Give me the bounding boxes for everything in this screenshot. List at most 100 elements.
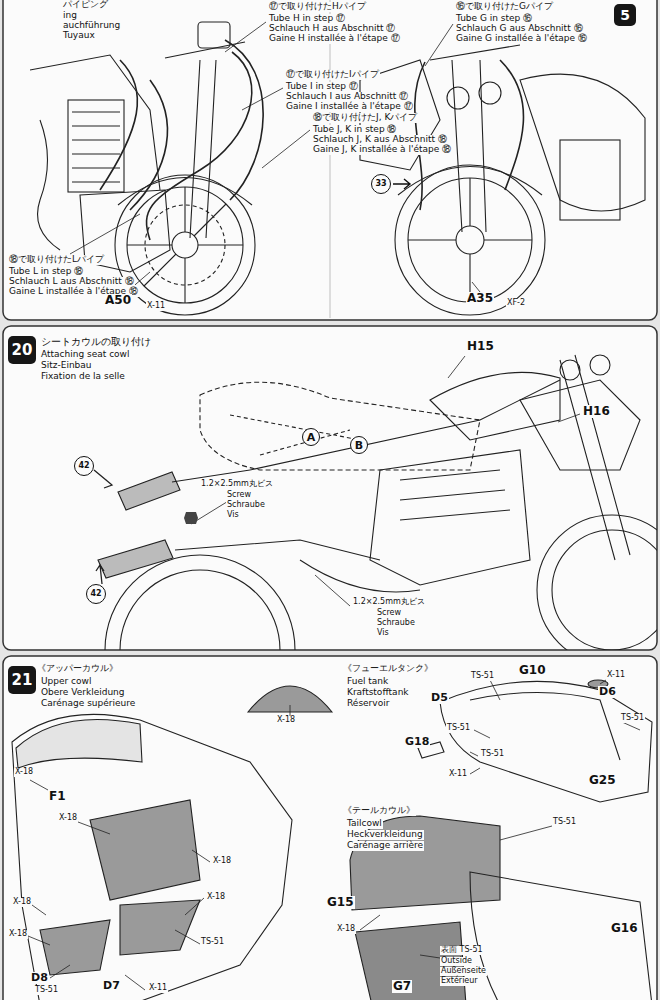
annotation-text: ⑯で取り付けたGパイプ — [455, 2, 554, 12]
annotation-text: 《アッパーカウル》 — [36, 664, 119, 674]
callout-number: B — [350, 436, 368, 454]
annotation-text: Gaine I installée à l'étape ⑰ — [285, 102, 414, 112]
annotation-text: X-11 — [146, 302, 166, 311]
annotation-text: X-11 — [606, 671, 626, 680]
part-number: D7 — [102, 980, 121, 992]
part-number: G7 — [392, 980, 412, 993]
annotation-text: TS-51 — [480, 750, 505, 759]
annotation-text: Schlauch G aus Abschnitt ⑯ — [455, 24, 584, 34]
annotation-text: Schraube — [376, 619, 416, 628]
annotation-text: ing — [62, 11, 78, 21]
part-number: G10 — [518, 664, 547, 677]
annotation-text: Schlauch H aus Abschnitt ⑰ — [268, 24, 396, 34]
annotation-text: Tailcowl — [346, 819, 383, 829]
annotation-text: Tube G in step ⑯ — [455, 14, 533, 24]
part-number: G15 — [326, 896, 355, 909]
part-number: D8 — [30, 972, 49, 984]
step-number: 5 — [614, 4, 636, 26]
annotation-text: Schraube — [226, 501, 266, 510]
annotation-text: Outside — [440, 957, 473, 966]
annotation-text: 1.2×2.5mm丸ビス — [200, 480, 274, 489]
annotation-text: Vis — [376, 629, 390, 638]
annotation-text: X-18 — [336, 925, 356, 934]
part-number: G25 — [588, 774, 617, 787]
annotation-text: TS-51 — [620, 714, 645, 723]
annotation-text: XF-2 — [506, 299, 526, 308]
annotation-text: X-11 — [448, 770, 468, 779]
step-number: 20 — [8, 336, 36, 364]
callout-number: 33 — [371, 174, 391, 194]
annotation-text: シートカウルの取り付け — [40, 336, 152, 347]
node-text: 21 — [12, 673, 33, 688]
part-number: G16 — [610, 922, 639, 935]
annotation-text: Fuel tank — [346, 677, 389, 687]
annotation-text: ⑱で取り付けたJ, Kパイプ — [312, 113, 418, 123]
annotation-text: Tube L in step ⑱ — [8, 267, 84, 277]
annotation-text: Gaine G installée à l'étape ⑯ — [455, 34, 588, 44]
annotation-text: X-18 — [206, 893, 226, 902]
annotation-text: パイピング — [62, 0, 109, 10]
annotation-text: Tube J, K in step ⑱ — [312, 125, 397, 135]
callout-number: 42 — [86, 584, 106, 604]
node-text: 33 — [375, 180, 386, 188]
annotation-text: X-18 — [58, 814, 78, 823]
annotation-text: ⑱で取り付けたLパイプ — [8, 255, 105, 265]
part-number: A50 — [104, 294, 132, 307]
annotation-text: X-18 — [8, 930, 28, 939]
annotation-text: Réservoir — [346, 699, 390, 709]
annotation-text: Tuyaux — [62, 31, 96, 41]
annotation-text: TS-51 — [34, 986, 59, 995]
annotation-text: ⑰で取り付けたIパイプ — [285, 70, 380, 80]
annotation-text: Schlauch L aus Abschnitt ⑱ — [8, 277, 135, 287]
annotation-text: Schlauch I aus Abschnitt ⑰ — [285, 92, 409, 102]
annotation-text: 表面 TS-51 — [440, 946, 484, 955]
node-text: A — [307, 432, 316, 443]
annotation-text: Kraftstofftank — [346, 688, 410, 698]
annotation-text: Fixation de la selle — [40, 372, 126, 382]
annotation-text: Vis — [226, 511, 240, 520]
annotation-text: Extérieur — [440, 977, 479, 986]
annotation-text: X-11 — [148, 984, 168, 993]
annotation-text: X-18 — [14, 768, 34, 777]
annotation-text: Carénage arrière — [346, 841, 424, 851]
annotation-text: Sitz-Einbau — [40, 361, 93, 371]
step-number: 21 — [8, 666, 36, 694]
annotation-text: 《テールカウル》 — [342, 806, 416, 816]
callout-number: A — [302, 428, 320, 446]
annotation-text: X-18 — [212, 857, 232, 866]
node-text: 5 — [620, 8, 630, 22]
annotation-text: Schlauch J, K aus Abschnitt ⑱ — [312, 135, 448, 145]
part-number: G18 — [404, 736, 430, 748]
node-text: B — [355, 440, 363, 451]
annotation-text: Upper cowl — [40, 677, 92, 687]
annotation-text: Tube H in step ⑰ — [268, 14, 346, 24]
annotation-text: auchführung — [62, 21, 121, 31]
annotation-text: TS-51 — [552, 818, 577, 827]
node-text: 42 — [90, 590, 101, 598]
annotation-text: ⑰で取り付けたHパイプ — [268, 2, 367, 12]
annotation-text: TS-51 — [446, 724, 471, 733]
annotation-text: TS-51 — [470, 672, 495, 681]
annotation-text: Außenseite — [440, 967, 487, 976]
annotation-text: Screw — [376, 609, 402, 618]
annotation-text: Screw — [226, 491, 252, 500]
node-text: 42 — [78, 462, 89, 470]
node-text: 20 — [12, 343, 33, 358]
annotation-text: X-18 — [276, 716, 296, 725]
part-number: H16 — [582, 405, 611, 418]
annotation-text: X-18 — [12, 898, 32, 907]
annotation-text: Heckverkleidung — [346, 830, 424, 840]
annotation-text: TS-51 — [200, 938, 225, 947]
annotation-text: Gaine J, K installée à l'étape ⑱ — [312, 145, 452, 155]
part-number: H15 — [466, 340, 495, 353]
annotation-text: 1.2×2.5mm丸ビス — [352, 598, 426, 607]
part-number: F1 — [48, 790, 67, 803]
part-number: D5 — [430, 692, 449, 704]
annotation-text: 《フューエルタンク》 — [342, 664, 434, 674]
part-number: D6 — [598, 686, 617, 698]
annotation-text: Attaching seat cowl — [40, 350, 130, 360]
annotation-text: Carénage supérieure — [40, 699, 136, 709]
annotation-text: Gaine H installée à l'étape ⑰ — [268, 34, 401, 44]
callout-number: 42 — [74, 456, 94, 476]
annotation-text: Obere Verkleidung — [40, 688, 126, 698]
